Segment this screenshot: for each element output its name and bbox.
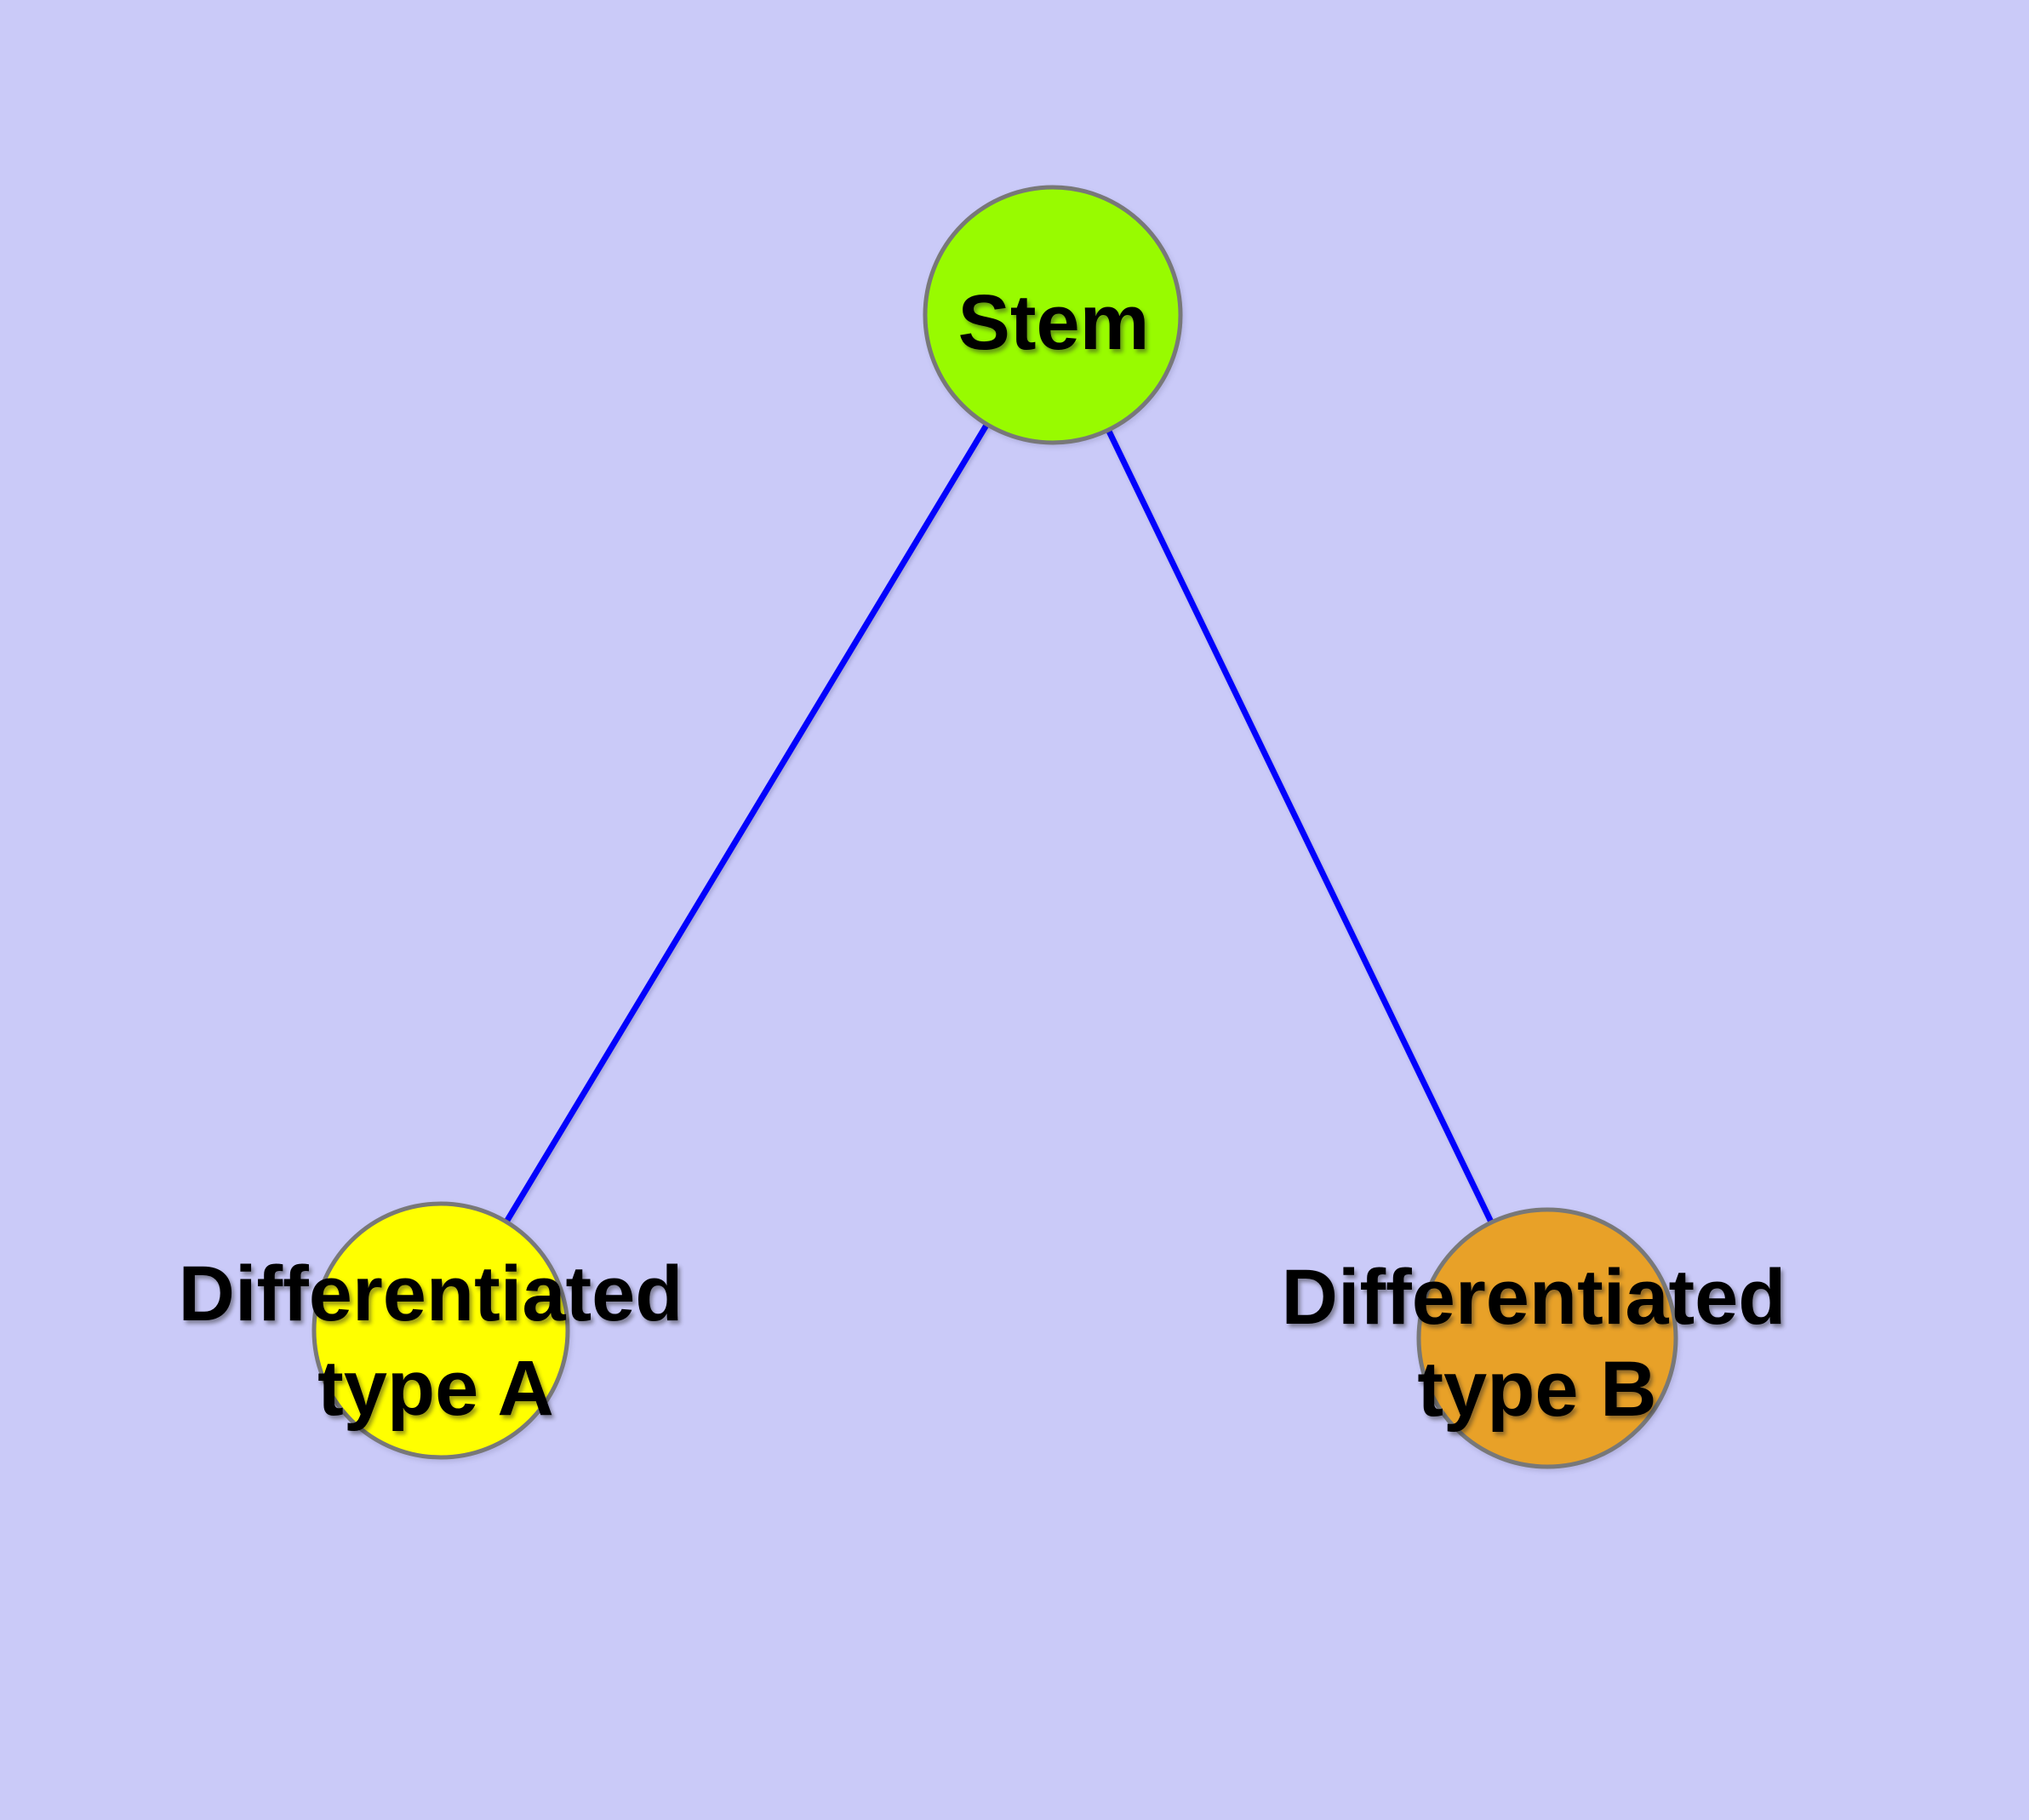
edge-stem-to-type-a — [438, 313, 1055, 1332]
node-type-a-circle — [311, 1201, 570, 1460]
node-stem-circle — [923, 185, 1183, 445]
node-type-b-label-line2: type B — [1417, 1346, 1656, 1433]
node-type-b-label-line1: Differentiated — [1282, 1254, 1786, 1341]
node-stem-label: Stem — [958, 279, 1150, 366]
edge-stem-to-type-b — [1049, 313, 1551, 1340]
node-type-b-circle — [1416, 1207, 1678, 1469]
node-type-a-label-line2: type A — [317, 1345, 554, 1432]
node-type-a-label-line1: Differentiated — [179, 1251, 683, 1337]
